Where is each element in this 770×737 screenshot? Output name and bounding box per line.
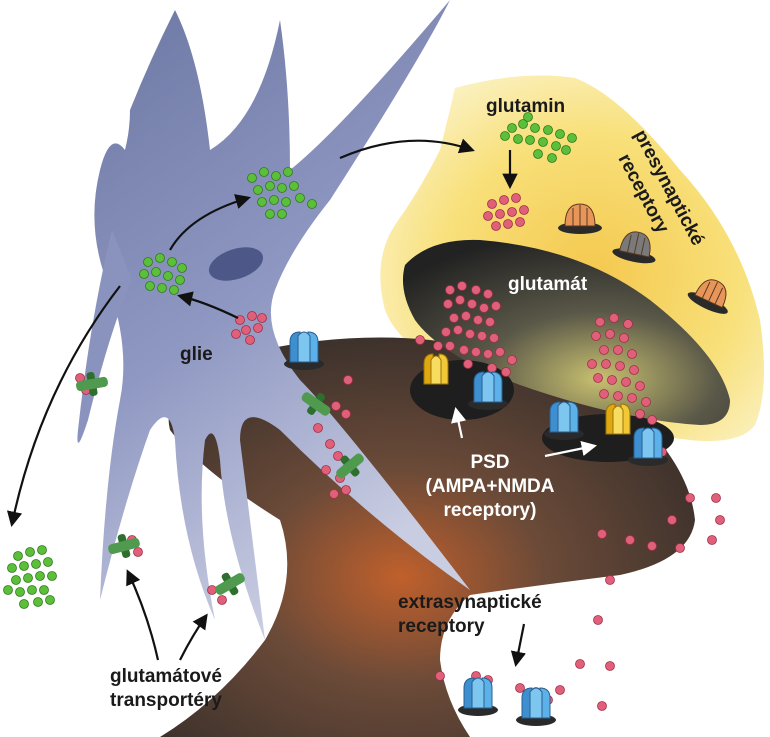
nmda-receptor-icon [605,403,631,435]
label-extrasynapticke-1: extrasynaptické [398,592,542,613]
arrow-icon [6,138,526,668]
arrow-icon [451,406,598,458]
ampa-receptor-icon [283,331,325,371]
glial-cell [94,0,470,640]
label-psd-3: receptory) [444,500,537,521]
ampa-receptor-icon [515,687,557,727]
glutamine-cluster-glia-upper [247,167,317,219]
label-glutamat: glutamát [508,274,588,295]
label-transportery-2: transportéry [110,690,222,711]
label-psd-1: PSD [470,452,509,473]
glutamate-dots [75,193,725,711]
glial-nucleus [208,247,264,281]
ampa-receptor-icon [457,677,499,717]
label-psd-2: (AMPA+NMDA [426,476,555,497]
label-extrasynapticke-2: receptory [398,616,485,637]
glutamine-cluster-presynaptic [500,112,577,163]
label-glutamin: glutamin [486,96,565,117]
synaptic-cleft-cavity [402,239,730,425]
nmda-receptor-icon [423,353,449,385]
label-transportery-1: glutamátové [110,666,222,687]
glutamine-cluster-glia-lower [139,253,187,295]
glutamine-cluster-extracellular [3,545,57,609]
label-glie: glie [180,344,213,365]
